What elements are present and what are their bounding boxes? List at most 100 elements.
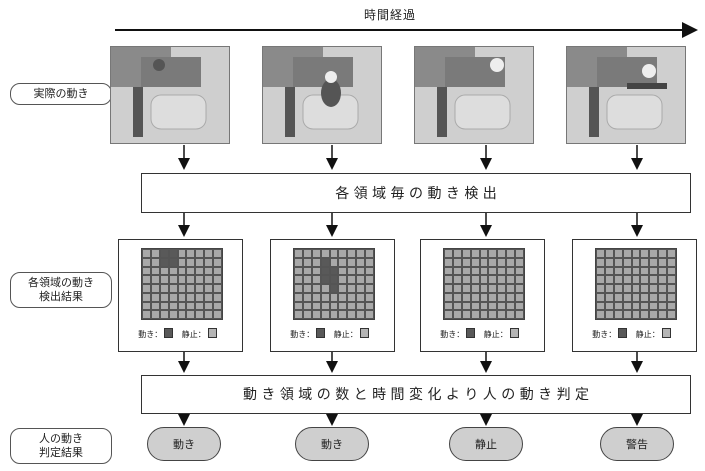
grid-cell xyxy=(294,275,303,284)
grid-cell xyxy=(347,267,356,276)
grid-cell xyxy=(178,302,187,311)
grid-cell xyxy=(667,258,676,267)
grid-cell xyxy=(186,258,195,267)
grid-cell xyxy=(462,258,471,267)
grid-cell xyxy=(596,249,605,258)
grid-cell xyxy=(151,275,160,284)
grid-cell xyxy=(453,293,462,302)
grid-cell xyxy=(623,284,632,293)
grid-cell xyxy=(330,258,339,267)
grid-cell xyxy=(186,249,195,258)
grid-cell xyxy=(667,293,676,302)
grid-cell xyxy=(623,302,632,311)
grid-cell xyxy=(186,310,195,319)
scene-photo-3 xyxy=(414,46,534,144)
detection-grid-panel: 動き： 静止： xyxy=(270,239,395,352)
grid-cell xyxy=(169,310,178,319)
grid-cell xyxy=(347,293,356,302)
grid-cell xyxy=(338,293,347,302)
grid-cell xyxy=(303,267,312,276)
grid-cell xyxy=(488,267,497,276)
grid-cell xyxy=(365,267,374,276)
grid-cell xyxy=(160,275,169,284)
grid-cell xyxy=(453,284,462,293)
grid-cell xyxy=(321,249,330,258)
grid-cell xyxy=(347,258,356,267)
grid-cell xyxy=(515,293,524,302)
grid-cell xyxy=(506,302,515,311)
grid-cell xyxy=(632,275,641,284)
grid-cell xyxy=(506,275,515,284)
grid-cell xyxy=(321,310,330,319)
grid-cell xyxy=(640,267,649,276)
grid-cell xyxy=(614,310,623,319)
grid-cell xyxy=(195,249,204,258)
grid-cell xyxy=(632,284,641,293)
grid-cell xyxy=(321,284,330,293)
grid-cell xyxy=(330,267,339,276)
grid-cell xyxy=(169,249,178,258)
grid-cell xyxy=(497,267,506,276)
grid-cell xyxy=(488,302,497,311)
grid-cell xyxy=(605,267,614,276)
grid-cell xyxy=(605,310,614,319)
grid-cell xyxy=(471,267,480,276)
grid-cell xyxy=(151,258,160,267)
grid-cell xyxy=(303,258,312,267)
grid-cell xyxy=(186,267,195,276)
motion-grid xyxy=(595,248,677,320)
grid-cell xyxy=(649,258,658,267)
grid-cell xyxy=(347,275,356,284)
grid-cell xyxy=(658,293,667,302)
grid-cell xyxy=(169,302,178,311)
grid-cell xyxy=(515,302,524,311)
grid-cell xyxy=(303,293,312,302)
grid-cell xyxy=(178,284,187,293)
grid-cell xyxy=(330,293,339,302)
grid-cell xyxy=(204,302,213,311)
grid-cell xyxy=(480,258,489,267)
grid-cell xyxy=(151,284,160,293)
grid-cell xyxy=(294,267,303,276)
grid-cell xyxy=(515,258,524,267)
result-badge: 動き xyxy=(147,427,221,461)
grid-cell xyxy=(515,267,524,276)
judgment-result-label: 人の動き 判定結果 xyxy=(10,428,112,464)
grid-cell xyxy=(667,284,676,293)
grid-cell xyxy=(204,249,213,258)
grid-cell xyxy=(462,275,471,284)
grid-cell xyxy=(330,310,339,319)
grid-cell xyxy=(649,310,658,319)
grid-cell xyxy=(471,302,480,311)
grid-cell xyxy=(488,310,497,319)
grid-cell xyxy=(614,293,623,302)
grid-cell xyxy=(213,284,222,293)
motion-grid xyxy=(443,248,525,320)
grid-cell xyxy=(356,302,365,311)
grid-cell xyxy=(195,258,204,267)
grid-cell xyxy=(488,284,497,293)
grid-cell xyxy=(169,284,178,293)
grid-cell xyxy=(640,293,649,302)
grid-cell xyxy=(462,302,471,311)
grid-cell xyxy=(649,284,658,293)
grid-cell xyxy=(471,284,480,293)
grid-cell xyxy=(294,249,303,258)
grid-cell xyxy=(444,284,453,293)
grid-cell xyxy=(338,284,347,293)
grid-cell xyxy=(142,267,151,276)
grid-cell xyxy=(312,249,321,258)
grid-cell xyxy=(444,258,453,267)
grid-cell xyxy=(312,267,321,276)
grid-legend: 動き： 静止： xyxy=(421,328,544,340)
result-badge: 警告 xyxy=(600,427,674,461)
grid-cell xyxy=(605,258,614,267)
grid-cell xyxy=(515,275,524,284)
grid-cell xyxy=(338,267,347,276)
grid-cell xyxy=(605,302,614,311)
grid-cell xyxy=(515,284,524,293)
grid-cell xyxy=(667,249,676,258)
grid-cell xyxy=(667,275,676,284)
grid-cell xyxy=(160,310,169,319)
grid-cell xyxy=(605,284,614,293)
